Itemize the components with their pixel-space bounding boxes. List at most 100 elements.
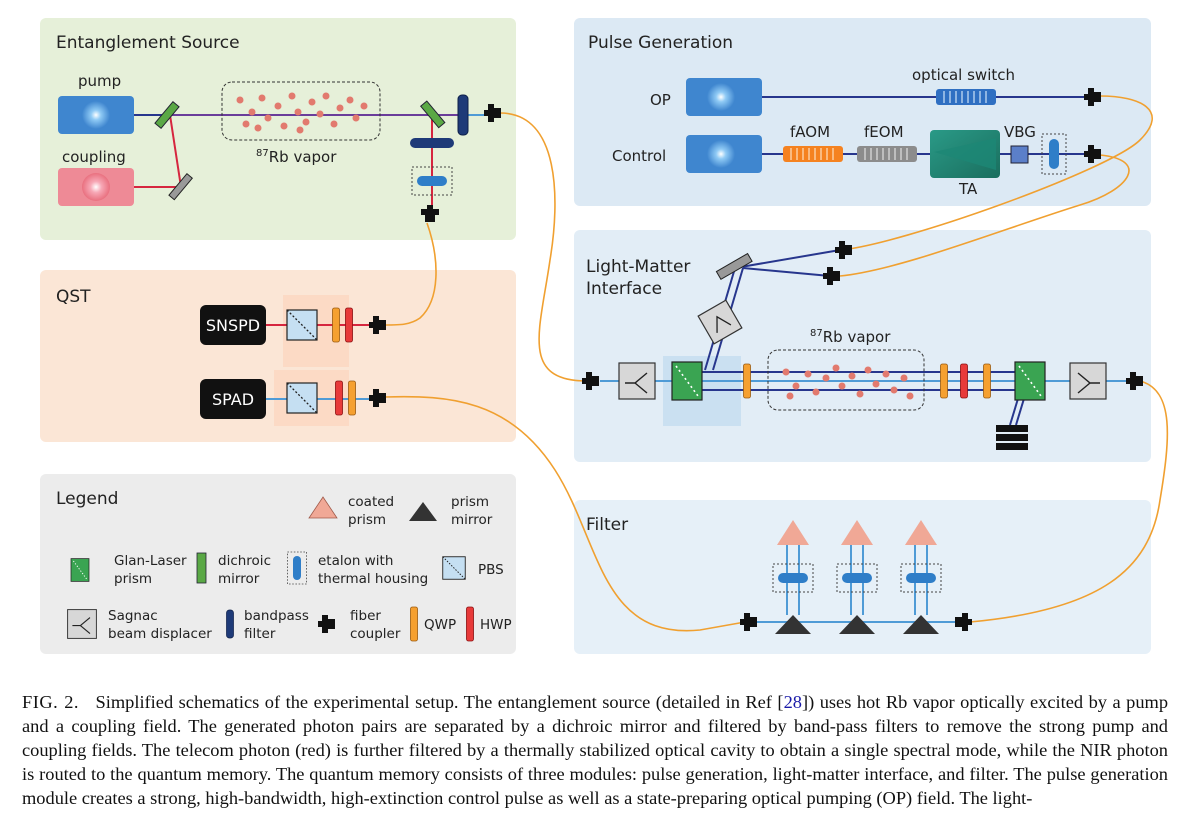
ta-label: TA <box>958 180 978 198</box>
glan-laser-right-icon <box>1014 361 1046 401</box>
sagnac-right-icon <box>1069 362 1107 400</box>
bandpass-filter-icon <box>457 94 469 136</box>
coated-prism-3-icon <box>905 520 937 545</box>
caption-text-2: ]) uses hot Rb vapor optically excited b… <box>22 692 1169 808</box>
hwp-2-icon <box>335 380 343 416</box>
control-label: Control <box>612 147 666 165</box>
caption-text-1: Simplified schematics of the experimenta… <box>95 692 784 712</box>
legend-coated-prism-label-2: prism <box>348 512 386 528</box>
pbs-2-icon <box>286 382 318 414</box>
prism-mirror-2-icon <box>839 615 875 634</box>
legend-bandpass-label-1: bandpass <box>244 608 309 624</box>
legend-etalon-label-1: etalon with <box>318 553 393 569</box>
feom-label: fEOM <box>864 123 904 141</box>
dichroic-mirror-icon <box>154 100 180 130</box>
lmi-rb-atoms <box>782 364 914 400</box>
coupling-glow-icon <box>82 173 110 201</box>
filter-title: Filter <box>586 515 628 535</box>
caption-label: FIG. 2. <box>22 692 80 712</box>
legend-prism-mirror-label-2: mirror <box>451 512 493 528</box>
pump-label: pump <box>78 72 121 90</box>
rb-vapor-cell <box>221 81 381 141</box>
legend-fiber-coupler-label-1: fiber <box>350 608 381 624</box>
legend-fiber-coupler-label-2: coupler <box>350 626 401 642</box>
legend-panel <box>40 474 516 654</box>
prism-mirror-1-icon <box>775 615 811 634</box>
lmi-qwp-2-icon <box>940 363 948 399</box>
feom-stripes <box>864 148 908 160</box>
bandpass-filter-2-icon <box>410 138 454 148</box>
legend-glan-laser-icon <box>70 558 90 582</box>
faom-stripes <box>790 148 834 160</box>
legend-bandpass-label-2: filter <box>244 626 276 642</box>
coated-prism-2-icon <box>841 520 873 545</box>
hwp-icon <box>345 307 353 343</box>
light-matter-title-line2: Interface <box>586 279 662 299</box>
snspd-detector <box>200 305 266 345</box>
lmi-rb-vapor-label: 87Rb vapor <box>810 328 891 346</box>
vbg-icon <box>1010 145 1029 164</box>
entanglement-source-panel <box>40 18 516 240</box>
lmi-mirror-icon <box>715 252 753 281</box>
legend-qwp-label: QWP <box>424 617 456 633</box>
pulse-generation-title: Pulse Generation <box>588 33 733 53</box>
op-glow-icon <box>707 83 735 111</box>
legend-title: Legend <box>56 489 118 509</box>
legend-sagnac-label-1: Sagnac <box>108 608 158 624</box>
faom-label: fAOM <box>790 123 830 141</box>
legend-sagnac-icon <box>67 609 97 639</box>
legend-dichroic-label-1: dichroic <box>218 553 271 569</box>
spad-label: SPAD <box>212 390 254 409</box>
lmi-qwp-icon <box>743 363 751 399</box>
lmi-prism-icon <box>697 299 743 345</box>
vbg-label: VBG <box>1004 123 1036 141</box>
legend-coated-prism-icon <box>308 496 338 519</box>
op-label: OP <box>650 91 671 109</box>
dichroic-mirror-2-icon <box>419 100 446 129</box>
legend-pbs-label: PBS <box>478 562 504 578</box>
rb-atoms <box>236 92 368 134</box>
legend-bandpass-icon <box>226 609 234 639</box>
legend-dichroic-label-2: mirror <box>218 571 260 587</box>
light-matter-title-line1: Light-Matter <box>586 257 690 277</box>
coupling-beam-up <box>169 114 182 188</box>
ta-taper-icon <box>934 138 996 170</box>
faom-icon <box>783 146 843 162</box>
qst-title: QST <box>56 287 91 307</box>
pump-glow-icon <box>82 101 110 129</box>
fiber-paths <box>384 95 1169 632</box>
lmi-qwp-3-icon <box>983 363 991 399</box>
spad-detector <box>200 379 266 419</box>
legend-etalon-label-2: thermal housing <box>318 571 428 587</box>
legend-glan-laser-label-1: Glan-Laser <box>114 553 187 569</box>
optical-switch-stripes <box>943 91 987 103</box>
setup-schematic: Entanglement Source Pulse Generation QST… <box>40 18 1169 654</box>
control-glow-icon <box>707 140 735 168</box>
beam-dump-icon <box>996 425 1028 450</box>
legend-qwp-icon <box>410 606 418 642</box>
legend-hwp-icon <box>466 606 474 642</box>
mirror-icon <box>168 172 194 201</box>
optical-switch-label: optical switch <box>912 66 1015 84</box>
legend-sagnac-label-2: beam displacer <box>108 626 212 642</box>
legend-prism-mirror-label-1: prism <box>451 494 489 510</box>
legend-hwp-label: HWP <box>480 617 512 633</box>
coated-prism-1-icon <box>777 520 809 545</box>
figure-caption: FIG. 2. Simplified schematics of the exp… <box>22 690 1168 810</box>
lmi-rb-vapor-cell <box>767 349 925 411</box>
qst-panel <box>40 270 516 442</box>
legend-glan-laser-label-2: prism <box>114 571 152 587</box>
entanglement-source-title: Entanglement Source <box>56 33 240 53</box>
qwp-2-icon <box>348 380 356 416</box>
glan-laser-left-icon <box>671 361 703 401</box>
optical-switch-icon <box>936 89 996 105</box>
lmi-hwp-icon <box>960 363 968 399</box>
qwp-icon <box>332 307 340 343</box>
legend-prism-mirror-icon <box>409 502 437 521</box>
caption-ref-link[interactable]: 28 <box>783 692 802 712</box>
sagnac-left-icon <box>618 362 656 400</box>
legend-dichroic-icon <box>196 552 207 584</box>
pbs-icon <box>286 309 318 341</box>
prism-mirror-3-icon <box>903 615 939 634</box>
rb-vapor-label: 87Rb vapor <box>256 148 337 166</box>
